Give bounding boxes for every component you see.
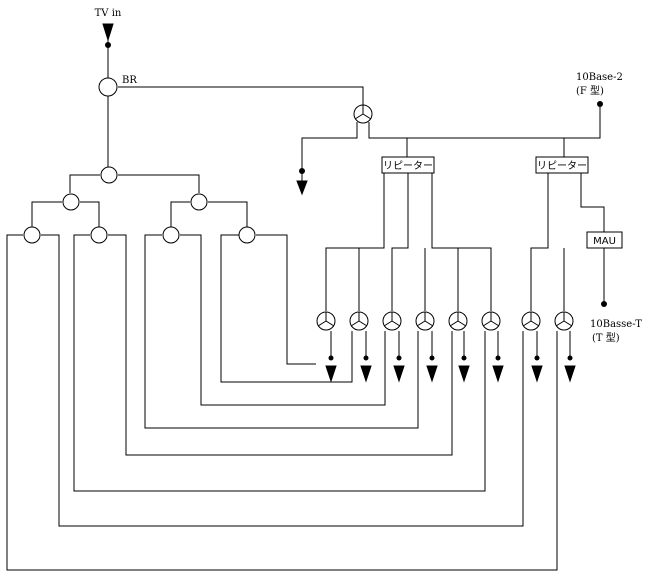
rep1-out-b1	[391, 173, 409, 311]
rep2-out-1	[530, 173, 549, 311]
repeater-label-2: リピーター	[537, 160, 587, 172]
tap-dot-4	[429, 355, 435, 361]
coax-run-2	[220, 234, 353, 383]
coax-run-8	[6, 234, 558, 571]
tap-node-7	[521, 311, 541, 331]
tap-nodes	[316, 104, 574, 331]
tap-node-2	[349, 311, 369, 331]
baset-label-line2: (T 型)	[592, 331, 620, 344]
tap-dot-5	[461, 355, 467, 361]
tap-node-3	[382, 311, 402, 331]
splitter-nodes	[23, 77, 256, 244]
wiring	[6, 26, 605, 571]
tap-dot-1	[328, 355, 334, 361]
outlet-arrow-8	[564, 365, 576, 383]
tap-node-8	[554, 311, 574, 331]
tree-wire-1	[69, 174, 100, 193]
base2-dot	[597, 101, 603, 107]
tree-wire-2	[118, 174, 200, 193]
top-tap-node	[353, 104, 373, 124]
tv-in-dot	[105, 42, 111, 48]
tap-dot-7	[534, 355, 540, 361]
tap-node-4	[415, 311, 435, 331]
mau-box: MAU	[586, 231, 623, 249]
mau-label: MAU	[593, 236, 616, 247]
outlet-arrow-7	[531, 365, 543, 383]
rep1-out-c2	[431, 173, 492, 311]
tree-wire-5	[170, 201, 190, 227]
repeater-box-1: リピーター	[381, 156, 435, 174]
rep1-out-a1	[325, 173, 385, 311]
repeater2-to-mau-wire	[580, 173, 605, 232]
repeater-box-2: リピーター	[535, 156, 589, 174]
br-to-top-splitter-wire	[118, 86, 364, 105]
tv-in-label: TV in	[95, 8, 122, 19]
tv-in-arrow	[102, 23, 114, 42]
coax-run-1	[256, 234, 316, 365]
outlet-arrow-1	[325, 365, 337, 383]
splitter-left	[62, 193, 80, 211]
tap-dot-6	[495, 355, 501, 361]
splitter-root	[100, 166, 118, 184]
br-label: BR	[122, 75, 137, 86]
coax-run-7	[41, 234, 524, 527]
outlet-arrow-6	[492, 365, 504, 383]
splitter-leaf-3	[162, 226, 180, 244]
tap-node-5	[448, 311, 468, 331]
coax-run-4	[144, 234, 419, 429]
splitter-leaf-4	[238, 226, 256, 244]
base2-label-line1: 10Base-2	[576, 72, 623, 83]
tap-node-1	[316, 311, 336, 331]
tap-dot-3	[396, 355, 402, 361]
outlet-arrow-2	[360, 365, 372, 383]
tree-wire-4	[80, 201, 100, 227]
splitter-leaf-1	[23, 226, 41, 244]
junction-dots	[105, 42, 607, 361]
drop-dot-top	[299, 168, 305, 174]
coax-run-5	[108, 234, 453, 456]
base2-label-line2: (F 型)	[576, 84, 604, 97]
tree-wire-6	[208, 201, 248, 227]
top-splitter-left-wire	[301, 122, 358, 186]
outlet-arrow-4	[426, 365, 438, 383]
tree-wire-3	[31, 201, 62, 227]
tap-dot-2	[363, 355, 369, 361]
tap-node-6	[481, 311, 501, 331]
coax-run-3	[180, 234, 386, 406]
outlet-arrow-3	[393, 365, 405, 383]
splitter-right	[190, 193, 208, 211]
splitter-leaf-2	[90, 226, 108, 244]
repeater-label-1: リピーター	[383, 160, 433, 172]
top-splitter-right-wire	[368, 104, 601, 139]
tap-dot-8	[567, 355, 573, 361]
coax-run-6	[73, 234, 486, 492]
drop-arrow-top	[296, 180, 308, 196]
outlet-arrow-5	[458, 365, 470, 383]
baset-dot	[601, 301, 607, 307]
outlet-arrows	[102, 23, 576, 383]
br-amplifier-node	[98, 77, 118, 97]
baset-label-line1: 10Basse-T	[590, 319, 642, 330]
